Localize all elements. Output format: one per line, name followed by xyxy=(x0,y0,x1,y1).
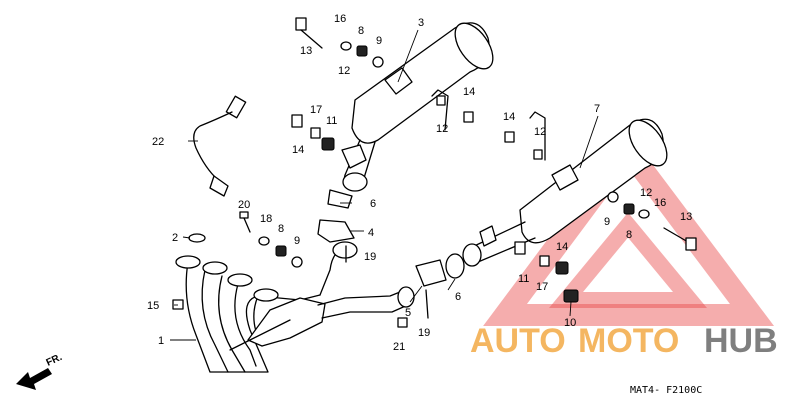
callout-8b: 8 xyxy=(278,223,284,235)
callout-14c: 14 xyxy=(503,111,515,123)
callout-11a: 11 xyxy=(326,115,337,127)
callout-19a: 19 xyxy=(364,251,376,263)
callout-12d: 12 xyxy=(640,187,652,199)
callout-2: 2 xyxy=(172,232,178,244)
watermark-word-auto: AUTO xyxy=(470,322,566,360)
callout-20: 20 xyxy=(238,199,250,211)
hardware xyxy=(172,17,697,328)
callout-17a: 17 xyxy=(310,104,322,116)
front-arrow-icon xyxy=(16,368,52,390)
callout-22: 22 xyxy=(152,136,164,148)
callout-8c: 8 xyxy=(626,229,632,241)
callout-6a: 6 xyxy=(370,198,376,210)
callout-12a: 12 xyxy=(338,65,350,77)
callout-17b: 17 xyxy=(536,281,548,293)
watermark-logo xyxy=(483,131,775,326)
callout-13b: 13 xyxy=(680,211,692,223)
callout-5: 5 xyxy=(405,307,411,319)
callout-15: 15 xyxy=(147,300,159,312)
callout-14d: 14 xyxy=(556,241,568,253)
callout-1: 1 xyxy=(158,335,164,347)
muffler-3 xyxy=(341,22,494,192)
callout-16a: 16 xyxy=(334,13,346,25)
callout-6b: 6 xyxy=(455,291,461,303)
callout-10: 10 xyxy=(564,317,576,329)
watermark-word-hub: HUB xyxy=(704,322,778,360)
callout-13a: 13 xyxy=(300,45,312,57)
callout-18: 18 xyxy=(260,213,272,225)
callout-11b: 11 xyxy=(518,273,529,285)
callout-8a: 8 xyxy=(358,25,364,37)
diagram-code: MAT4- F2100C xyxy=(630,385,702,396)
o2-sensor xyxy=(193,95,247,197)
front-direction-indicator: FR. xyxy=(16,352,64,390)
watermark-triangle-outer xyxy=(483,131,775,326)
callout-9c: 9 xyxy=(604,216,610,228)
callout-19b: 19 xyxy=(418,327,430,339)
callout-4: 4 xyxy=(368,227,374,239)
callout-12c: 12 xyxy=(534,126,546,138)
watermark-triangle-inner xyxy=(549,212,707,308)
watermark-text: AUTO MOTO HUB xyxy=(470,322,778,360)
watermark-word-moto: MOTO xyxy=(578,322,679,360)
callout-14a: 14 xyxy=(292,144,304,156)
callout-21: 21 xyxy=(393,341,405,353)
callout-12b: 12 xyxy=(436,123,448,135)
callouts: 1 2 3 4 5 6 6 7 8 8 8 9 9 9 10 11 11 12 … xyxy=(147,13,692,353)
callout-9b: 9 xyxy=(294,235,300,247)
callout-16b: 16 xyxy=(654,197,666,209)
front-label: FR. xyxy=(45,352,64,369)
callout-3: 3 xyxy=(418,17,424,29)
exhaust-manifold xyxy=(175,241,415,373)
callout-9a: 9 xyxy=(376,35,382,47)
callout-7: 7 xyxy=(594,103,600,115)
leader-lines xyxy=(170,29,599,341)
callout-14b: 14 xyxy=(463,86,475,98)
